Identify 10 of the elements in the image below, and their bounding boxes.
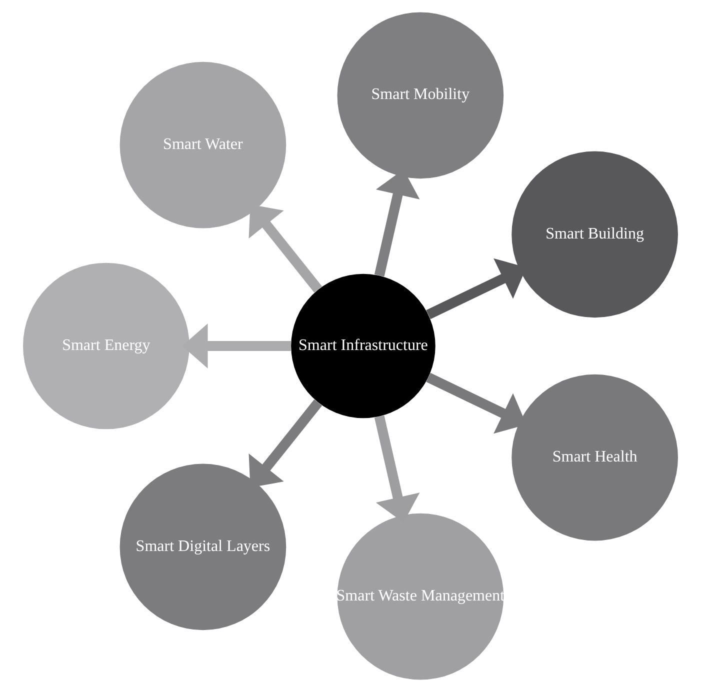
node-circle: Smart Water [120,62,286,228]
node-circle: Smart Mobility [337,12,504,179]
arrow [248,399,322,488]
arrow [248,204,322,293]
node-circle: Smart Waste Management [337,513,504,680]
node-circle: Smart Infrastructure [291,274,436,418]
node-circle: Smart Energy [23,262,190,430]
node-circle: Smart Health [512,374,678,541]
node-circle: Smart Building [512,151,678,318]
node-circle: Smart Digital Layers [120,464,286,630]
